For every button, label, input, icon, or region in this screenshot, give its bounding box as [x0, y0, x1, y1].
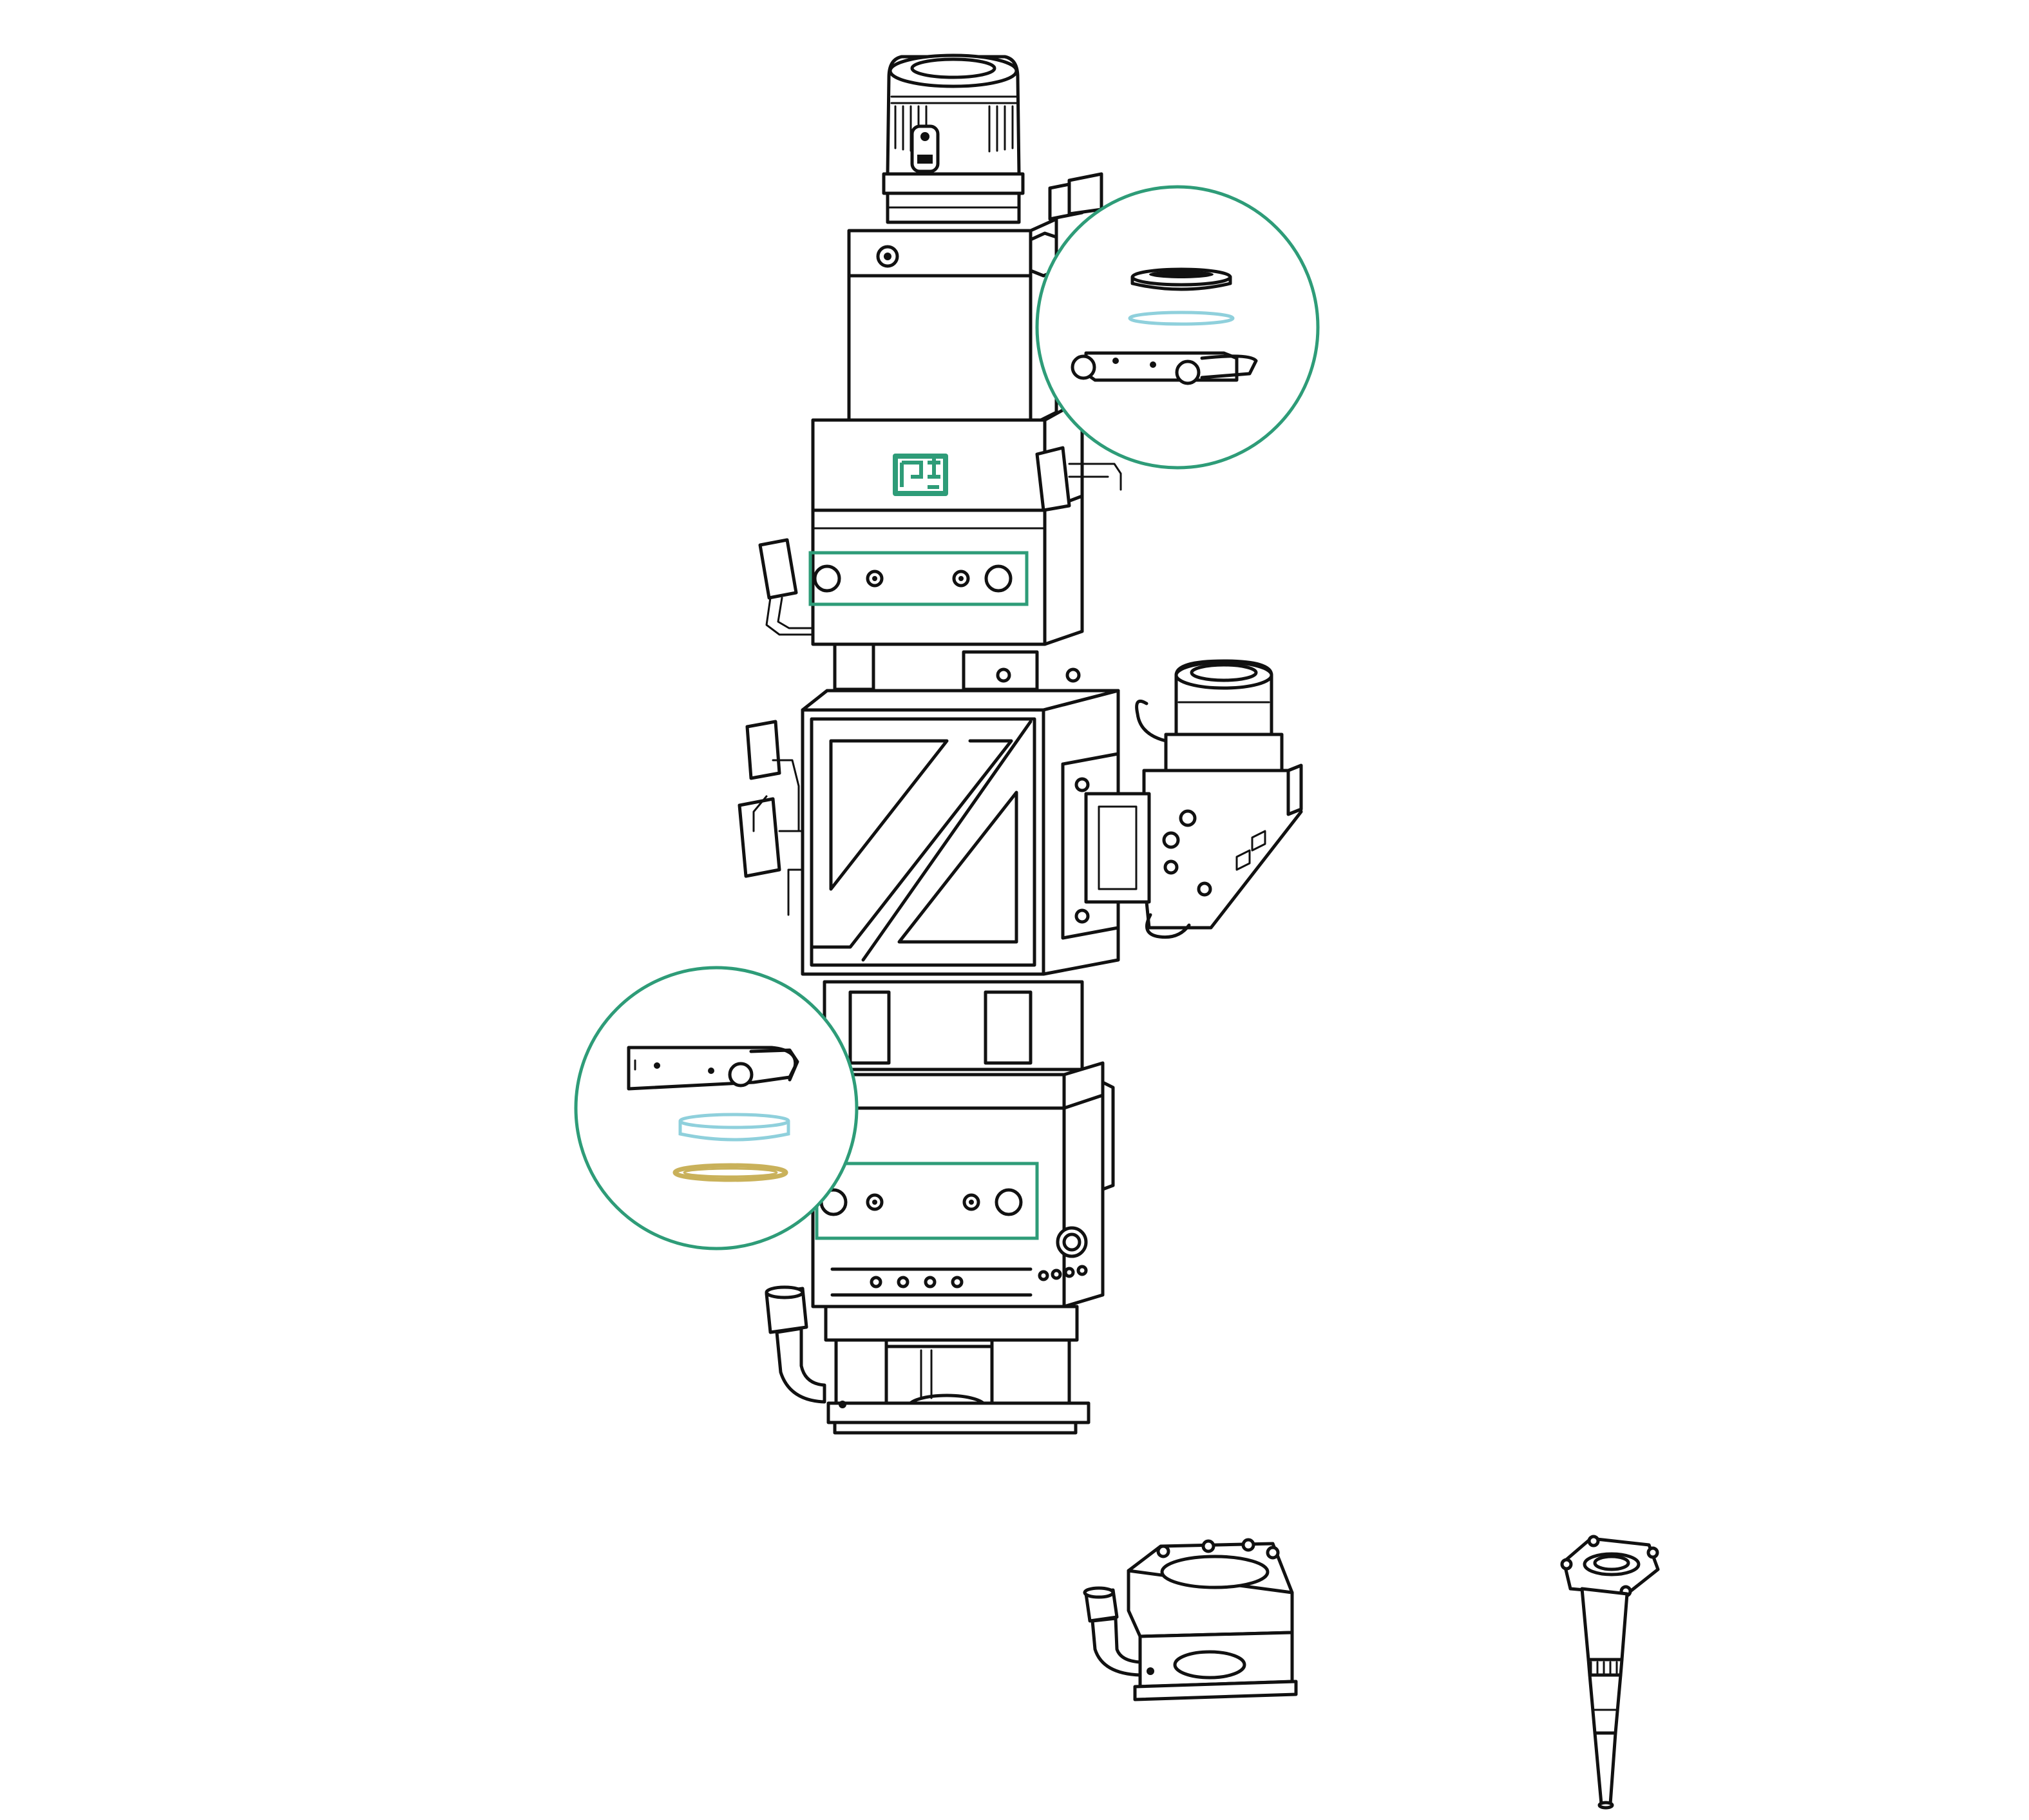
upper-lens-drawer: [808, 551, 1029, 606]
detached-mount-block: [1083, 1538, 1298, 1701]
focus-housing: [758, 398, 1122, 691]
detached-nozzle: [1560, 1535, 1660, 1810]
lower-housing: [811, 980, 1115, 1308]
nozzle-mount-base: [765, 1285, 1091, 1435]
fiber-connector: [882, 53, 1025, 224]
brand-logo: [893, 454, 948, 496]
side-ccd-camera: [1084, 659, 1303, 939]
lower-lens-callout: [574, 966, 859, 1250]
upper-lens-callout: [1035, 185, 1320, 470]
beam-bender-cube: [738, 689, 1120, 976]
